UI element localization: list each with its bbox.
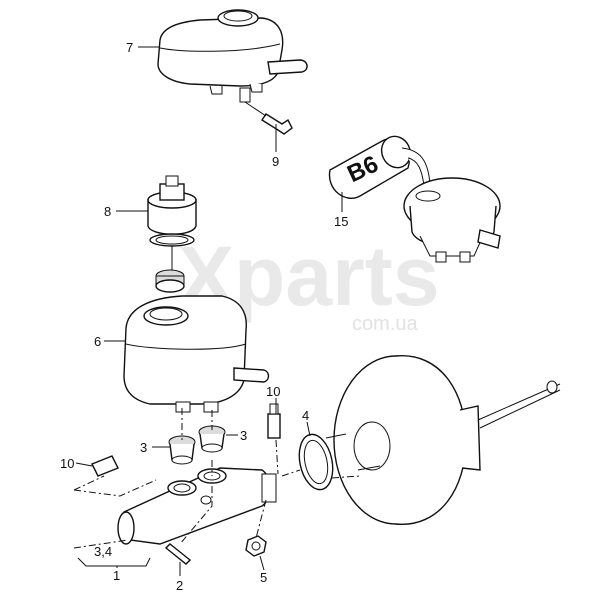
fluid-canister-15: B6: [328, 135, 431, 199]
cap-with-sensor: [147, 175, 197, 293]
callout-10-right: 10: [266, 384, 280, 399]
sensor-10-left: [91, 455, 119, 477]
nut-5: [245, 535, 267, 557]
callout-1: 1: [113, 568, 120, 583]
callout-3-4: 3,4: [94, 544, 112, 559]
callout-15: 15: [334, 214, 348, 229]
callout-10-left: 10: [60, 456, 74, 471]
booster-small: [403, 177, 501, 263]
reservoir-main: [123, 295, 270, 413]
callout-5: 5: [260, 570, 267, 585]
callout-numbers: 7 9 8 15 6 10 4 3 3 10 3,4 1 2 5: [60, 40, 348, 593]
callout-3-right: 3: [240, 428, 247, 443]
callout-2: 2: [176, 578, 183, 593]
pin-2: [164, 543, 192, 565]
master-cylinder: [117, 467, 277, 545]
alignment-dashes: [73, 408, 361, 549]
callout-6: 6: [94, 334, 101, 349]
callout-3-left: 3: [140, 440, 147, 455]
callout-4: 4: [302, 408, 309, 423]
bolt-9: [244, 101, 293, 135]
callout-7: 7: [126, 40, 133, 55]
grommets-3: [168, 425, 226, 465]
leader-lines: [75, 46, 343, 576]
brake-booster: [325, 355, 561, 525]
sensor-10-right: [267, 403, 281, 439]
callout-8: 8: [104, 204, 111, 219]
watermark-domain: com.ua: [352, 313, 418, 335]
callout-9: 9: [272, 154, 279, 169]
reservoir-top: [157, 9, 308, 103]
seal-ring-4: [298, 433, 334, 491]
